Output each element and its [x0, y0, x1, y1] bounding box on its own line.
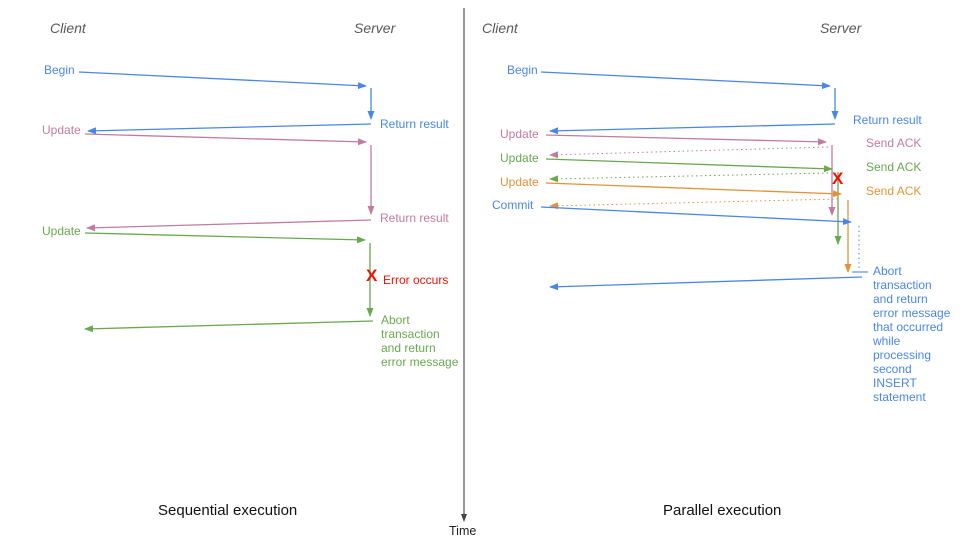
- par-send-ack-3-label: Send ACK: [866, 184, 922, 198]
- seq-panel-title: Sequential execution: [158, 502, 298, 519]
- par-send-ack-3-dotted-arrow: [549, 198, 839, 210]
- seq-client-header: Client: [50, 20, 86, 36]
- seq-error-x-icon: X: [366, 266, 378, 285]
- par-server-header: Server: [820, 20, 862, 36]
- par-panel-title: Parallel execution: [663, 502, 782, 519]
- par-begin-label: Begin: [507, 63, 538, 77]
- seq-abort-return-arrow: [84, 320, 374, 333]
- par-commit-label: Commit: [492, 198, 534, 212]
- par-send-ack-1-dotted-arrow: [549, 146, 829, 159]
- par-update-2-arrow: [545, 158, 833, 173]
- seq-update-1-label: Update: [42, 123, 81, 137]
- seq-update-2-label: Update: [42, 224, 81, 238]
- time-axis-label: Time: [449, 524, 477, 538]
- par-abort-note: Abort transaction and return error messa…: [873, 264, 951, 404]
- par-update-3-label: Update: [500, 175, 539, 189]
- par-send-ack-2-label: Send ACK: [866, 160, 922, 174]
- seq-begin-label: Begin: [44, 63, 75, 77]
- par-send-ack-1-label: Send ACK: [866, 136, 922, 150]
- seq-return-result-2-arrow: [86, 219, 372, 232]
- par-send-ack-2-dotted-arrow: [549, 172, 829, 183]
- par-return-result-label: Return result: [853, 113, 922, 127]
- seq-update-1-arrow: [84, 133, 367, 146]
- par-update-1-arrow: [545, 134, 827, 146]
- par-abort-return-arrow: [549, 276, 863, 291]
- seq-return-result-2-label: Return result: [380, 211, 449, 225]
- par-begin-arrow: [540, 71, 831, 90]
- seq-abort-note: Abort transaction and return error messa…: [381, 313, 459, 369]
- par-commit-arrow: [540, 206, 852, 226]
- seq-update-2-arrow: [84, 232, 366, 244]
- seq-server-header: Server: [354, 20, 396, 36]
- par-update-2-label: Update: [500, 151, 539, 165]
- par-return-result-arrow: [549, 123, 836, 135]
- par-error-x-icon: X: [832, 169, 844, 188]
- par-client-header: Client: [482, 20, 518, 36]
- seq-return-result-1-arrow: [87, 123, 372, 135]
- seq-error-occurs-label: Error occurs: [383, 273, 449, 287]
- par-update-1-label: Update: [500, 127, 539, 141]
- seq-return-result-1-label: Return result: [380, 117, 449, 131]
- par-update-3-arrow: [545, 182, 842, 198]
- seq-begin-arrow: [78, 71, 367, 90]
